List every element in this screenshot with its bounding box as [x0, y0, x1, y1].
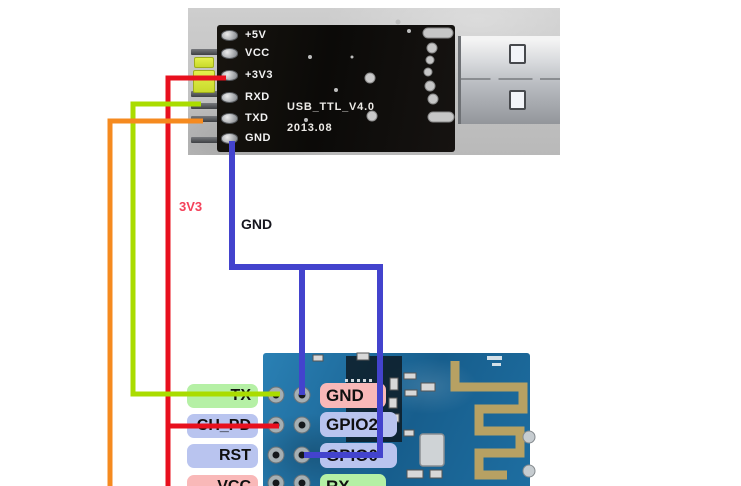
solder-pad: [221, 132, 238, 144]
header-pin: [191, 49, 218, 55]
pin-label: +5V: [245, 29, 267, 41]
pin-label: RXD: [245, 91, 270, 103]
jumper-cap: [193, 70, 215, 93]
esp-pin-label-gpio0: GPIO0: [320, 443, 397, 468]
header-pin: [191, 103, 218, 109]
solder-pad: [221, 69, 238, 81]
esp-pin-label-vcc: VCC: [187, 475, 258, 486]
wire-gnd-blue: [229, 141, 380, 270]
esp-pin-label-chpd: CH_PD: [187, 414, 258, 438]
pin-row-gnd: GND: [221, 132, 271, 144]
usb-adapter-pcb: +5V VCC +3V3 RXD TXD GND USB_TTL_V4.0 20…: [217, 25, 455, 152]
pin-row-vcc: VCC: [221, 47, 270, 59]
annotation-3v3: 3V3: [179, 199, 203, 214]
board-text-date: 2013.08: [287, 122, 333, 134]
esp-pin-label-tx: TX: [187, 384, 258, 408]
header-pin: [191, 116, 218, 122]
pin-label: GND: [245, 132, 271, 144]
pin-label: +3V3: [245, 69, 273, 81]
pin-label-text: GND: [326, 385, 364, 405]
usb-ttl-adapter-photo: +5V VCC +3V3 RXD TXD GND USB_TTL_V4.0 20…: [188, 8, 560, 155]
pin-label-text: TX: [230, 387, 251, 404]
pin-label: VCC: [245, 47, 270, 59]
usb-plug: [458, 36, 560, 124]
solder-pad: [221, 91, 238, 103]
usb-plug-hole: [509, 44, 526, 64]
esp-pin-label-rx: RX: [320, 474, 386, 486]
usb-plug-hole: [509, 90, 526, 110]
pin-label: TXD: [245, 112, 269, 124]
pin-label-text: RST: [219, 447, 251, 464]
esp-pin-label-rst: RST: [187, 444, 258, 468]
pin-row-3v3: +3V3: [221, 69, 273, 81]
pin-label-text: RX: [326, 476, 350, 486]
pin-label-text: VCC: [217, 478, 251, 486]
header-pin: [191, 137, 218, 143]
esp-pin-label-gnd: GND: [320, 383, 386, 408]
solder-pad: [221, 112, 238, 124]
pin-label-text: GPIO2: [326, 414, 378, 434]
annotation-gnd: GND: [241, 216, 273, 232]
pin-label-text: GPIO0: [326, 445, 378, 465]
pin-row-rxd: RXD: [221, 91, 270, 103]
jumper-cap: [194, 57, 214, 68]
pin-row-txd: TXD: [221, 112, 269, 124]
esp-pin-label-gpio2: GPIO2: [320, 412, 397, 437]
pin-label-text: CH_PD: [196, 417, 251, 434]
solder-pad: [221, 29, 238, 41]
solder-pad: [221, 47, 238, 59]
pin-row-5v: +5V: [221, 29, 266, 41]
board-text-model: USB_TTL_V4.0: [287, 101, 375, 113]
